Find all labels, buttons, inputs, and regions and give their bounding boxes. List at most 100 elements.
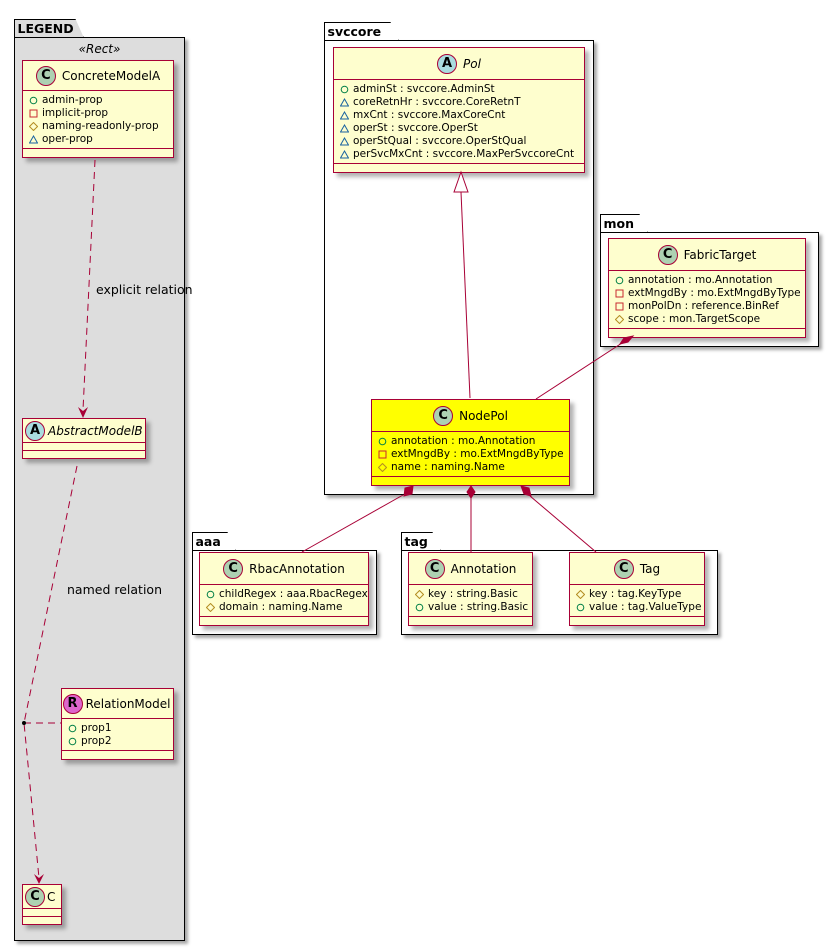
public-visibility-icon xyxy=(576,603,585,612)
attribute-row: extMngdBy : mo.ExtMngdByType xyxy=(378,448,564,461)
abstract-a-icon: A xyxy=(437,53,458,74)
attribute-text: scope : mon.TargetScope xyxy=(628,313,761,325)
attribute-row: implicit-prop xyxy=(29,107,167,120)
class-header: R RelationModel xyxy=(62,689,173,719)
class-header: A AbstractModelB xyxy=(23,419,145,443)
attribute-text: prop1 xyxy=(81,722,112,734)
attribute-row: key : string.Basic xyxy=(415,588,526,601)
class-name: NodePol xyxy=(459,408,508,423)
class-c[interactable]: C C xyxy=(22,884,62,925)
attribute-row: name : naming.Name xyxy=(378,461,563,474)
method-section xyxy=(609,329,805,337)
public-visibility-icon xyxy=(206,590,215,599)
attribute-row: scope : mon.TargetScope xyxy=(615,313,799,326)
class-header: C NodePol xyxy=(372,400,569,432)
attribute-text: annotation : mo.Annotation xyxy=(628,274,773,286)
attribute-row: extMngdBy : mo.ExtMngdByType xyxy=(615,287,801,300)
package-visibility-icon xyxy=(29,135,38,144)
class-name: AbstractModelB xyxy=(48,423,143,438)
method-section xyxy=(62,751,173,759)
method-section xyxy=(23,917,61,924)
attribute-row: prop2 xyxy=(68,735,167,748)
attribute-section xyxy=(23,909,61,917)
class-header: C C xyxy=(23,885,61,909)
class-name: RbacAnnotation xyxy=(249,561,345,576)
public-visibility-icon xyxy=(415,603,424,612)
method-section xyxy=(200,617,368,625)
attribute-row: operSt : svccore.OperSt xyxy=(340,122,578,135)
method-section xyxy=(409,617,532,625)
private-visibility-icon xyxy=(615,302,624,311)
attribute-row: value : tag.ValueType xyxy=(576,601,701,614)
class-c-icon: C xyxy=(25,886,45,907)
attribute-row: domain : naming.Name xyxy=(206,601,362,614)
attribute-text: mxCnt : svccore.MaxCoreCnt xyxy=(353,109,506,121)
public-visibility-icon xyxy=(68,724,77,733)
attribute-row: key : tag.KeyType xyxy=(576,588,698,601)
class-c-icon: C xyxy=(424,558,445,579)
attribute-text: domain : naming.Name xyxy=(219,601,343,613)
protected-visibility-icon xyxy=(378,463,387,472)
public-visibility-icon xyxy=(29,96,38,105)
named-relation-label: named relation xyxy=(67,582,162,597)
attribute-row: annotation : mo.Annotation xyxy=(615,274,799,287)
attribute-row: mxCnt : svccore.MaxCoreCnt xyxy=(340,109,578,122)
attribute-row: adminSt : svccore.AdminSt xyxy=(340,83,578,96)
protected-visibility-icon xyxy=(576,590,585,599)
attribute-text: oper-prop xyxy=(42,133,93,145)
attribute-row: operStQual : svccore.OperStQual xyxy=(340,135,578,148)
attribute-text: extMngdBy : mo.ExtMngdByType xyxy=(391,448,564,460)
package-visibility-icon xyxy=(340,111,349,120)
class-name: ConcreteModelA xyxy=(61,68,161,83)
attribute-text: naming-readonly-prop xyxy=(42,120,159,132)
class-c-icon: C xyxy=(223,558,244,579)
class-header: C Tag xyxy=(570,553,704,585)
attribute-row: value : string.Basic xyxy=(415,601,528,614)
attribute-text: monPolDn : reference.BinRef xyxy=(628,300,779,312)
private-visibility-icon xyxy=(615,289,624,298)
class-header: C Annotation xyxy=(409,553,532,585)
package-aaa-title: aaa xyxy=(192,532,236,550)
attribute-row: perSvcMxCnt : svccore.MaxPerSvccoreCnt xyxy=(340,148,578,161)
class-fabrictarget[interactable]: C FabricTarget annotation : mo.Annotatio… xyxy=(608,238,806,338)
attribute-text: implicit-prop xyxy=(42,107,109,119)
class-rbacannotation[interactable]: C RbacAnnotation childRegex : aaa.RbacRe… xyxy=(199,552,369,626)
attribute-row: admin-prop xyxy=(29,94,167,107)
attribute-text: operSt : svccore.OperSt xyxy=(353,122,478,134)
attribute-row: monPolDn : reference.BinRef xyxy=(615,300,799,313)
public-visibility-icon xyxy=(615,276,624,285)
class-name: FabricTarget xyxy=(683,247,757,262)
protected-visibility-icon xyxy=(615,315,624,324)
method-section xyxy=(372,477,569,485)
class-abstract-model-b[interactable]: A AbstractModelB xyxy=(22,418,146,459)
class-name: Annotation xyxy=(450,561,517,576)
protected-visibility-icon xyxy=(415,590,424,599)
attribute-text: key : string.Basic xyxy=(428,588,518,600)
class-c-icon: C xyxy=(657,244,678,265)
attribute-text: admin-prop xyxy=(42,94,103,106)
package-mon-title: mon xyxy=(600,214,648,232)
package-visibility-icon xyxy=(340,98,349,107)
package-visibility-icon xyxy=(340,124,349,133)
attribute-text: adminSt : svccore.AdminSt xyxy=(353,83,495,95)
class-header: C FabricTarget xyxy=(609,239,805,271)
class-header: A Pol xyxy=(334,48,584,80)
public-visibility-icon xyxy=(68,737,77,746)
attribute-row: prop1 xyxy=(68,722,167,735)
explicit-relation-label: explicit relation xyxy=(96,282,193,297)
public-visibility-icon xyxy=(378,437,387,446)
class-name: C xyxy=(47,889,56,904)
private-visibility-icon xyxy=(378,450,387,459)
